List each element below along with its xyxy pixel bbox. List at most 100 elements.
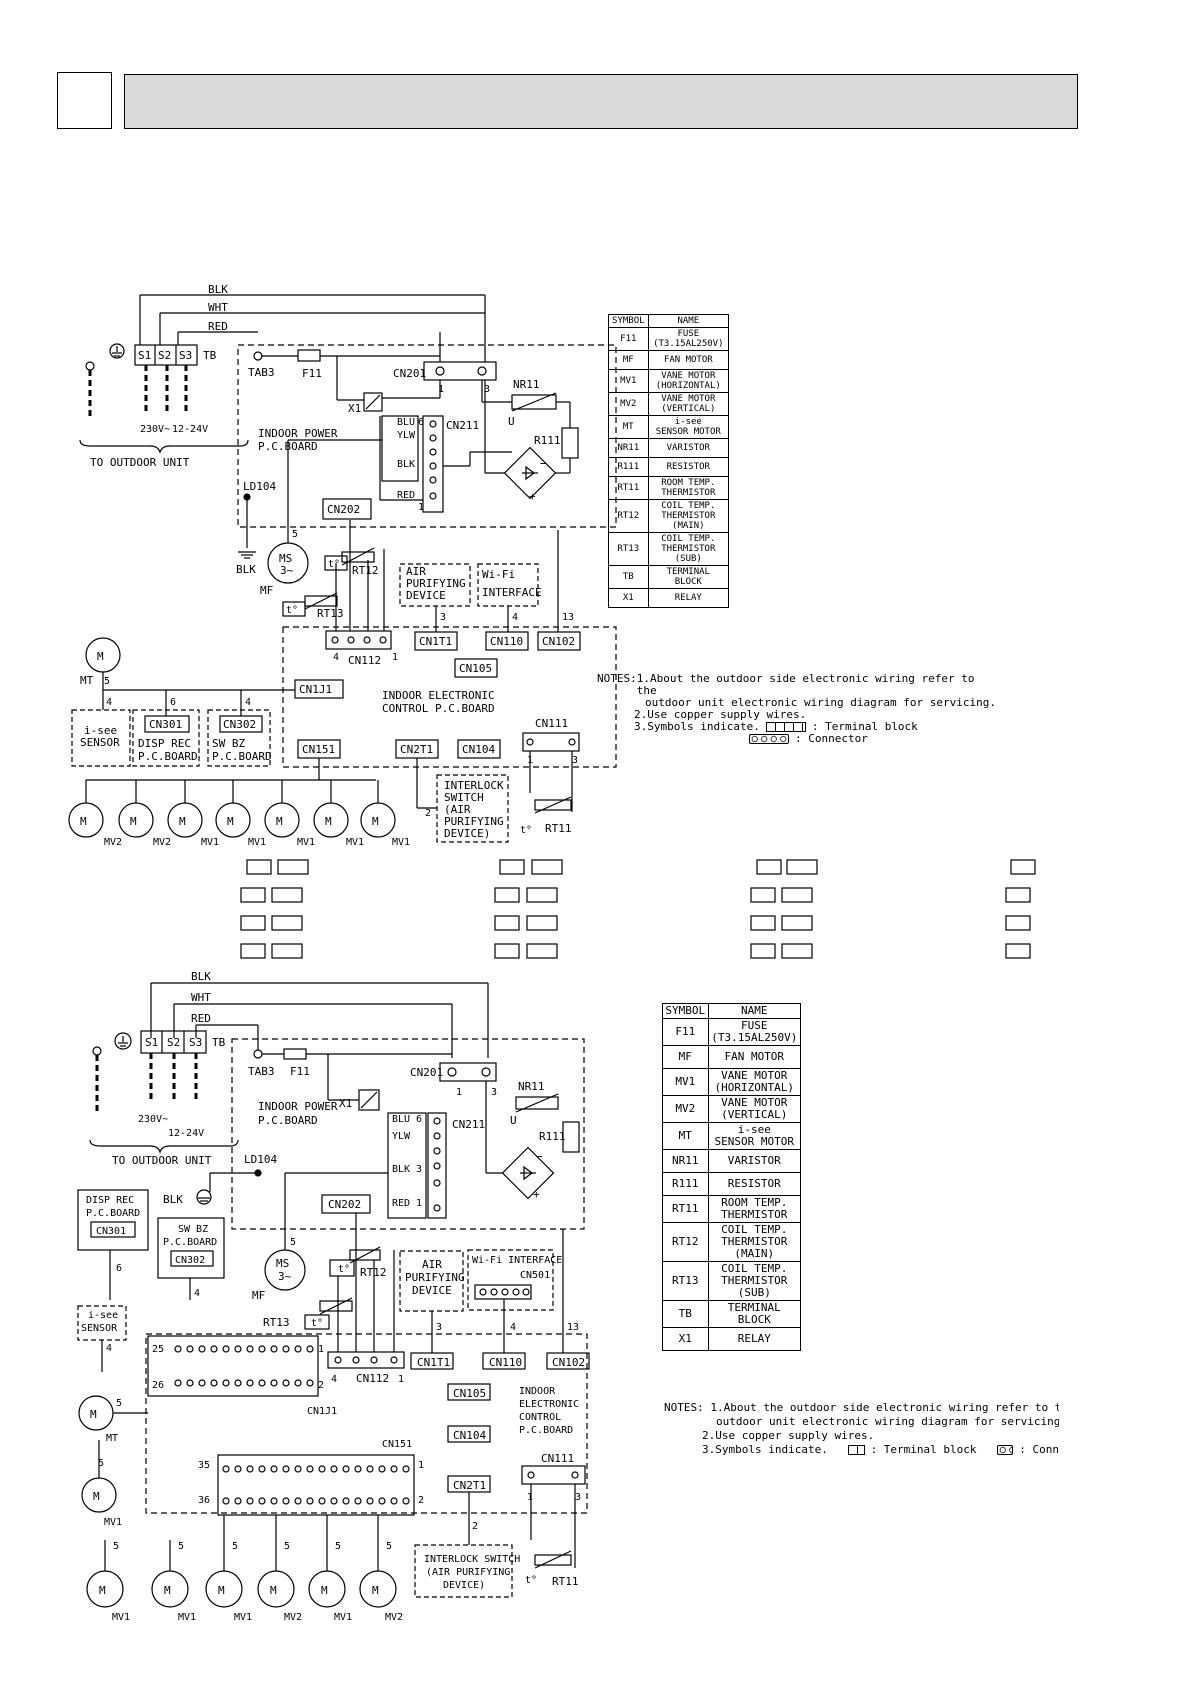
table-name-line: RELAY bbox=[674, 593, 702, 603]
cn201-connector bbox=[423, 361, 497, 381]
svg-text:M: M bbox=[321, 1584, 328, 1597]
relay-x1-icon bbox=[363, 392, 383, 412]
table-symbol-cell: R111 bbox=[608, 457, 649, 477]
table-name-line: TERMINAL bbox=[666, 567, 710, 577]
svg-text:13: 13 bbox=[567, 1322, 579, 1333]
section-number-box bbox=[57, 72, 112, 129]
diagram-b: BLK WHT RED S1 S2 S3 TB 230V~ 12-24V TO … bbox=[77, 970, 590, 1623]
svg-text:1: 1 bbox=[418, 502, 424, 513]
svg-text:CN111: CN111 bbox=[535, 717, 568, 730]
svg-text:6: 6 bbox=[170, 697, 176, 708]
table-symbol-cell: R111 bbox=[662, 1172, 709, 1196]
svg-text:5: 5 bbox=[290, 1237, 296, 1248]
table-symbol-cell: NR11 bbox=[662, 1149, 709, 1173]
svg-text:t°: t° bbox=[286, 605, 298, 616]
svg-text:ELECTRONIC: ELECTRONIC bbox=[519, 1399, 579, 1410]
svg-text:S3: S3 bbox=[179, 349, 192, 362]
table-name-cell: COIL TEMP.THERMISTOR(MAIN) bbox=[707, 1222, 802, 1262]
table-header-symbol: SYMBOL bbox=[662, 1003, 709, 1019]
note-3: 3.Symbols indicate. bbox=[634, 720, 760, 733]
svg-text:1: 1 bbox=[418, 1460, 424, 1471]
cn1j1-connector-b bbox=[147, 1335, 319, 1397]
svg-text:2: 2 bbox=[318, 1380, 324, 1391]
cn102-connector bbox=[537, 631, 581, 651]
table-symbol-cell: TB bbox=[662, 1300, 709, 1328]
svg-text:DEVICE): DEVICE) bbox=[443, 1580, 485, 1591]
table-name-cell: VARISTOR bbox=[707, 1149, 802, 1173]
cn104-connector bbox=[457, 739, 501, 759]
vane-motors-row-b bbox=[86, 1515, 397, 1608]
svg-text:PURIFYING: PURIFYING bbox=[406, 577, 466, 590]
table-name-line: THERMISTOR bbox=[661, 511, 716, 521]
table-name-line: (MAIN) bbox=[672, 521, 705, 531]
svg-text:M: M bbox=[99, 1584, 106, 1597]
table-row: NR11 VARISTOR bbox=[662, 1149, 802, 1173]
svg-text:CN201: CN201 bbox=[393, 367, 426, 380]
svg-text:MV1: MV1 bbox=[346, 837, 364, 848]
svg-text:YLW: YLW bbox=[392, 1131, 411, 1142]
svg-text:5: 5 bbox=[292, 529, 298, 540]
ground-icon bbox=[109, 343, 125, 359]
table-symbol-cell: NR11 bbox=[608, 438, 649, 458]
table-symbol-cell: MV2 bbox=[662, 1095, 709, 1123]
table-name-cell: RESISTOR bbox=[707, 1172, 802, 1196]
svg-text:RT11: RT11 bbox=[545, 822, 572, 835]
svg-text:M: M bbox=[372, 1584, 379, 1597]
note-connector: : Connector bbox=[795, 732, 868, 745]
svg-text:1: 1 bbox=[416, 1198, 422, 1209]
table-symbol-cell: RT11 bbox=[662, 1195, 709, 1223]
svg-text:t°: t° bbox=[520, 825, 532, 836]
table-name-cell: FAN MOTOR bbox=[647, 350, 730, 370]
table-name-line: VARISTOR bbox=[727, 1154, 781, 1167]
svg-text:RED: RED bbox=[191, 1012, 211, 1025]
svg-text:S3: S3 bbox=[189, 1036, 202, 1049]
cn1j1-pins bbox=[174, 1345, 314, 1387]
svg-text:DEVICE: DEVICE bbox=[412, 1284, 452, 1297]
svg-text:WHT: WHT bbox=[191, 991, 211, 1004]
terminal-block-a: S1 S2 S3 TB bbox=[134, 344, 217, 366]
wire-label-wht: WHT bbox=[208, 301, 228, 314]
svg-text:BLK: BLK bbox=[163, 1193, 183, 1206]
svg-text:RT12: RT12 bbox=[352, 564, 379, 577]
svg-text:CN1J1: CN1J1 bbox=[299, 683, 332, 696]
svg-text:230V~: 230V~ bbox=[140, 424, 170, 435]
table-symbol-cell: RT12 bbox=[608, 499, 649, 533]
svg-text:SENSOR: SENSOR bbox=[81, 1323, 118, 1334]
svg-text:3~: 3~ bbox=[280, 564, 294, 577]
svg-text:4: 4 bbox=[106, 1343, 112, 1354]
svg-text:6: 6 bbox=[116, 1263, 122, 1274]
table-symbol-cell: F11 bbox=[662, 1018, 709, 1046]
table-name-line: VANE MOTOR bbox=[721, 1069, 788, 1082]
svg-text:MS: MS bbox=[276, 1257, 289, 1270]
svg-text:5: 5 bbox=[386, 1541, 392, 1552]
svg-text:DISP REC: DISP REC bbox=[86, 1195, 134, 1206]
table-symbol-cell: MF bbox=[662, 1045, 709, 1069]
svg-text:P.C.BOARD: P.C.BOARD bbox=[86, 1208, 140, 1219]
svg-text:CN112: CN112 bbox=[356, 1372, 389, 1385]
svg-text:1: 1 bbox=[527, 1492, 533, 1503]
svg-text:5: 5 bbox=[98, 1458, 104, 1469]
svg-text:TAB3: TAB3 bbox=[248, 1065, 275, 1078]
svg-text:MV1: MV1 bbox=[392, 837, 410, 848]
table-name-cell: FUSE(T3.15AL250V) bbox=[707, 1018, 802, 1046]
svg-text:CN111: CN111 bbox=[541, 1452, 574, 1465]
svg-text:CN302: CN302 bbox=[223, 718, 256, 731]
isee-sensor-box bbox=[71, 709, 131, 767]
svg-text:4: 4 bbox=[106, 697, 112, 708]
wire-label-blk: BLK bbox=[208, 283, 228, 296]
svg-text:P.C.BOARD: P.C.BOARD bbox=[138, 750, 198, 763]
svg-text:P.C.BOARD: P.C.BOARD bbox=[258, 1114, 318, 1127]
svg-text:MV1: MV1 bbox=[334, 1612, 352, 1623]
svg-text:DEVICE): DEVICE) bbox=[444, 827, 490, 840]
table-name-line: COIL TEMP. bbox=[661, 501, 716, 511]
svg-text:AIR: AIR bbox=[422, 1258, 442, 1271]
